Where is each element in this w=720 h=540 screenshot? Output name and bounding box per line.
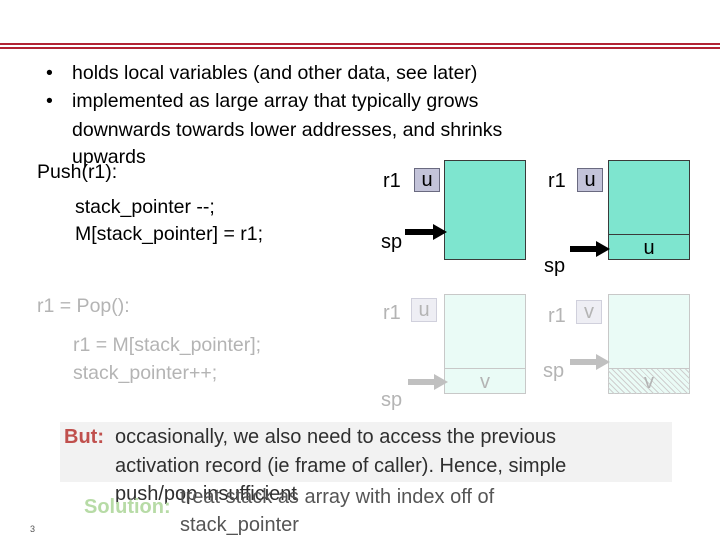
solution-line-2: stack_pointer bbox=[180, 514, 299, 536]
push-before-r1-label: r1 bbox=[383, 170, 401, 192]
push-title: Push(r1): bbox=[37, 161, 118, 183]
push-line-2: M[stack_pointer] = r1; bbox=[75, 223, 264, 245]
push-after-slot: u bbox=[608, 234, 690, 260]
but-line-3: push/pop insufficient bbox=[115, 483, 297, 505]
push-before-sp-label: sp bbox=[381, 231, 403, 253]
slide-number: 3 bbox=[30, 524, 36, 534]
pop-before-r1-value: u bbox=[411, 298, 437, 322]
pop-after-sp-label: sp bbox=[543, 360, 565, 382]
bullet-text-2: implemented as large array that typicall… bbox=[72, 90, 479, 112]
pop-title: r1 = Pop(): bbox=[37, 295, 130, 317]
but-label: But: bbox=[64, 426, 104, 448]
push-before-sp-arrow-icon bbox=[405, 224, 447, 240]
push-before-stack bbox=[444, 160, 526, 260]
but-line-2: activation record (ie frame of caller). … bbox=[115, 455, 567, 477]
pop-line-1: r1 = M[stack_pointer]; bbox=[73, 334, 262, 356]
pop-line-2: stack_pointer++; bbox=[73, 362, 218, 384]
push-after-sp-arrow-icon bbox=[570, 241, 610, 257]
push-after-stack bbox=[608, 160, 690, 260]
solution-label: Solution: bbox=[84, 496, 171, 518]
pop-before-r1-label: r1 bbox=[383, 302, 401, 324]
push-after-sp-label: sp bbox=[544, 255, 566, 277]
note-background bbox=[60, 422, 672, 482]
solution-line-1: treat stack as array with index off of bbox=[180, 486, 495, 508]
pop-after-sp-arrow-icon bbox=[570, 354, 610, 370]
pop-after-r1-label: r1 bbox=[548, 305, 566, 327]
header-rule-bottom bbox=[0, 47, 720, 49]
pop-before-sp-arrow-icon bbox=[408, 374, 448, 390]
pop-after-r1-value: v bbox=[576, 300, 602, 324]
bullet-text-1: holds local variables (and other data, s… bbox=[72, 62, 478, 84]
push-before-r1-value: u bbox=[414, 168, 440, 192]
pop-before-stack bbox=[444, 294, 526, 394]
pop-before-sp-label: sp bbox=[381, 389, 403, 411]
push-after-r1-value: u bbox=[577, 168, 603, 192]
pop-after-slot: v bbox=[608, 368, 690, 394]
header-rule-top bbox=[0, 43, 720, 45]
push-line-1: stack_pointer --; bbox=[75, 196, 215, 218]
pop-before-slot: v bbox=[444, 368, 526, 394]
but-line-1: occasionally, we also need to access the… bbox=[115, 426, 556, 448]
bullet-marker-1: • bbox=[46, 62, 53, 84]
bullet-marker-2: • bbox=[46, 90, 53, 112]
bullet-text-2-cont: downwards towards lower addresses, and s… bbox=[72, 119, 503, 141]
push-after-r1-label: r1 bbox=[548, 170, 566, 192]
bullet-text-2-cont2: upwards bbox=[72, 146, 146, 168]
